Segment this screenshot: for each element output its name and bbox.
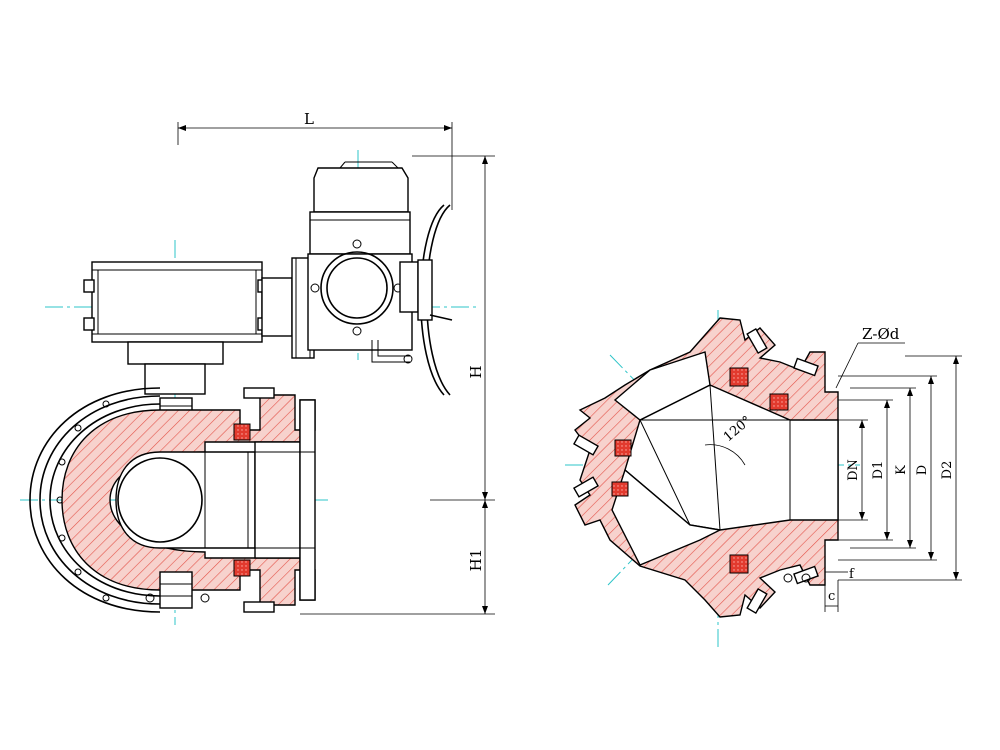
dimension-H: H: [412, 155, 495, 501]
y-body-bore-upper: [613, 351, 711, 421]
valve-body-outline: [29, 387, 161, 613]
section-bolts: [573, 328, 819, 614]
bolts: [145, 387, 275, 613]
dimension-D2: D2: [838, 355, 962, 581]
section-seal-upper-right: [769, 393, 789, 411]
section-seal-mid-left-2: [611, 481, 629, 497]
label-DN: DN: [846, 459, 861, 481]
label-c: c: [828, 589, 835, 604]
flow-bore: [115, 451, 256, 549]
electric-actuator: [307, 161, 419, 364]
label-Z-d: Z-Ød: [862, 325, 900, 343]
label-K: K: [894, 465, 909, 475]
bolt-hole-leader: Z-Ød: [835, 325, 905, 389]
label-f: f: [849, 567, 855, 582]
section-seal-mid-left: [614, 439, 632, 457]
side-view: L H H1: [20, 110, 495, 625]
dimension-D1: D1: [838, 399, 893, 541]
dimension-L: L: [177, 110, 453, 210]
section-view: 120° Z-Ød D: [565, 310, 962, 650]
label-D2: D2: [940, 461, 955, 480]
coupling: [261, 257, 315, 359]
label-H1: H1: [467, 549, 485, 572]
dimension-DN: DN: [838, 419, 868, 521]
dimension-c: c: [824, 580, 839, 612]
label-H: H: [467, 365, 485, 378]
dimension-f: f: [825, 567, 855, 582]
label-D1: D1: [871, 461, 886, 480]
label-D: D: [915, 465, 930, 475]
dimension-D: D: [838, 375, 937, 561]
section-seal-upper-left: [729, 367, 749, 387]
dimension-K: K: [850, 387, 916, 549]
label-L: L: [304, 110, 314, 128]
gearbox: [83, 261, 269, 365]
section-seal-lower-left: [729, 554, 749, 574]
handwheel: [417, 204, 453, 396]
lower-seal: [233, 559, 251, 577]
outlet-flange: [254, 399, 316, 601]
dimension-H1: H1: [300, 500, 495, 615]
upper-seal: [233, 423, 251, 441]
